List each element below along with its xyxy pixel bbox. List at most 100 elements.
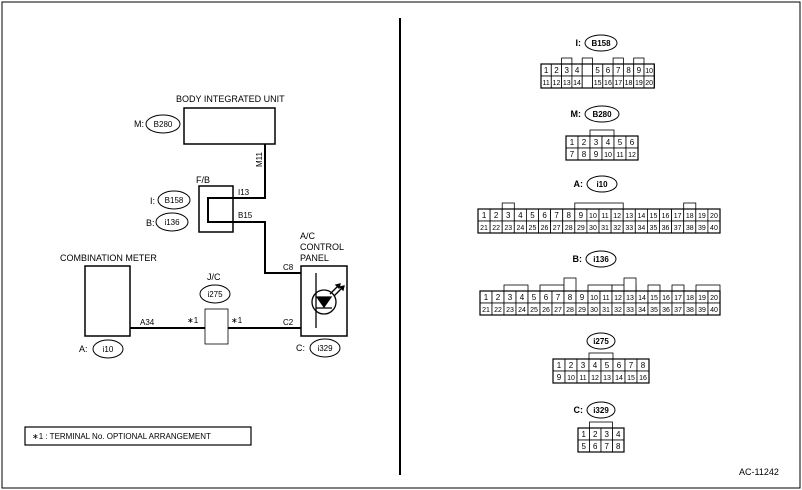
pinout-key-tab [695, 284, 721, 292]
pinout-prefix-i136: B: [573, 254, 583, 264]
combination-meter-title: COMBINATION METER [60, 253, 157, 263]
pinout-pin-i10-23: 23 [504, 225, 512, 232]
jc-title: J/C [207, 272, 221, 282]
pinout-key-tab [683, 202, 697, 210]
pinout-pin-i10-11: 11 [601, 213, 608, 220]
pinout-pin-i10-34: 34 [637, 225, 645, 232]
pinout-key-tab [574, 202, 624, 210]
fb-title: F/B [196, 175, 210, 185]
pinout-pin-i136-22: 22 [494, 307, 502, 314]
pinout-outline-i10 [477, 208, 721, 234]
pinout-pin-i10-8: 8 [567, 211, 572, 220]
pinout-pin-i136-36: 36 [662, 307, 670, 314]
connector-oval-b158 [157, 190, 191, 210]
pinout-name-b280: B280 [592, 110, 612, 119]
pinout-key-tab [589, 129, 615, 137]
jc-box [204, 308, 229, 345]
connector-label-i136: i136 [164, 218, 180, 227]
pinout-pin-b280-7: 7 [570, 150, 575, 159]
pinout-pin-i136-19: 19 [698, 295, 706, 302]
pinout-pin-i136-8: 8 [568, 293, 573, 302]
pinout-oval-i275 [586, 332, 616, 350]
terminal-c2: C2 [283, 318, 294, 327]
pinout-pin-b280-8: 8 [582, 150, 587, 159]
connector-oval-i329 [309, 338, 341, 358]
pinout-pin-i10-32: 32 [613, 225, 621, 232]
pinout-pin-i136-27: 27 [554, 307, 562, 314]
pinout-pin-i275-3: 3 [581, 361, 586, 370]
pinout-pin-i10-26: 26 [541, 225, 549, 232]
pinout-pin-i10-2: 2 [494, 211, 499, 220]
pinout-pin-b158-16: 16 [604, 80, 612, 87]
pinout-pin-i136-6: 6 [544, 293, 549, 302]
pinout-pin-i136-29: 29 [578, 307, 586, 314]
ac-control-panel-box [300, 265, 348, 337]
pinout-pin-i136-18: 18 [686, 295, 694, 302]
pinout-pin-i10-3: 3 [506, 211, 511, 220]
pinout-key-tab [647, 284, 661, 292]
pinout-pin-b158-6: 6 [606, 66, 611, 75]
pinout-key-tab [589, 421, 613, 429]
pinout-pin-b280-11: 11 [616, 152, 623, 159]
pinout-outline-b280 [565, 135, 639, 161]
pinout-pin-i329-1: 1 [582, 430, 587, 439]
pinout-pin-i10-29: 29 [577, 225, 585, 232]
pinout-pin-i10-33: 33 [625, 225, 633, 232]
pinout-pin-b158-4: 4 [575, 66, 580, 75]
pinout-pin-i10-16: 16 [662, 213, 670, 220]
terminal-c8: C8 [283, 263, 294, 272]
pinout-pin-i136-20: 20 [710, 295, 718, 302]
pinout-blank-cell [581, 63, 593, 77]
pinout-pin-i136-30: 30 [590, 307, 598, 314]
pinout-outline-b158 [540, 63, 655, 89]
terminal-b15: B15 [238, 211, 253, 220]
pinout-pin-i136-16: 16 [662, 295, 670, 302]
pinout-pin-i10-9: 9 [579, 211, 584, 220]
connector-label-i10: i10 [103, 345, 114, 354]
pinout-pin-i10-17: 17 [674, 213, 682, 220]
pinout-pin-i10-27: 27 [553, 225, 561, 232]
pinout-pin-b158-1: 1 [544, 66, 549, 75]
pinout-pin-i136-28: 28 [566, 307, 574, 314]
pinout-pin-i10-36: 36 [662, 225, 670, 232]
pinout-pin-i136-1: 1 [484, 293, 489, 302]
pinout-pin-i136-39: 39 [698, 307, 706, 314]
pinout-pin-i10-14: 14 [637, 213, 645, 220]
connector-label-i275: i275 [207, 290, 223, 299]
pinout-oval-b158 [584, 34, 618, 52]
pinout-key-tab [561, 57, 573, 65]
pinout-pin-b158-15: 15 [594, 80, 602, 87]
pinout-pin-i136-24: 24 [518, 307, 526, 314]
pinout-pin-i136-26: 26 [542, 307, 550, 314]
pinout-key-tab [633, 57, 645, 65]
pinout-pin-i136-31: 31 [602, 307, 610, 314]
pinout-pin-i10-20: 20 [710, 213, 718, 220]
pinout-name-i136: i136 [593, 255, 609, 264]
pinout-pin-i136-7: 7 [556, 293, 561, 302]
pinout-pin-b158-10: 10 [645, 68, 653, 75]
pinout-pin-i329-8: 8 [616, 442, 621, 451]
connector-label-b280: B280 [154, 120, 173, 129]
pinout-pin-i275-6: 6 [617, 361, 622, 370]
pinout-pin-i275-16: 16 [639, 375, 647, 382]
pinout-pin-i10-15: 15 [650, 213, 658, 220]
pinout-prefix-i329: C: [574, 405, 584, 415]
pinout-prefix-b158: I: [576, 38, 582, 48]
body-integrated-unit-title: BODY INTEGRATED UNIT [176, 94, 285, 104]
pinout-key-tab [612, 57, 624, 65]
fb-prefix-b: B: [146, 218, 155, 228]
ac-control-panel-title-3: PANEL [300, 253, 329, 263]
connector-oval-b280 [145, 114, 181, 134]
pinout-pin-i275-11: 11 [579, 375, 586, 382]
pinout-pin-i10-39: 39 [698, 225, 706, 232]
pinout-prefix-i10: A: [574, 179, 584, 189]
pinout-pin-i136-21: 21 [482, 307, 490, 314]
pinout-key-tab [588, 352, 614, 360]
pinout-pin-b158-7: 7 [616, 66, 621, 75]
pinout-pin-b158-18: 18 [625, 80, 633, 87]
pinout-pin-b158-19: 19 [635, 80, 643, 87]
pinout-pin-b280-6: 6 [630, 138, 635, 147]
